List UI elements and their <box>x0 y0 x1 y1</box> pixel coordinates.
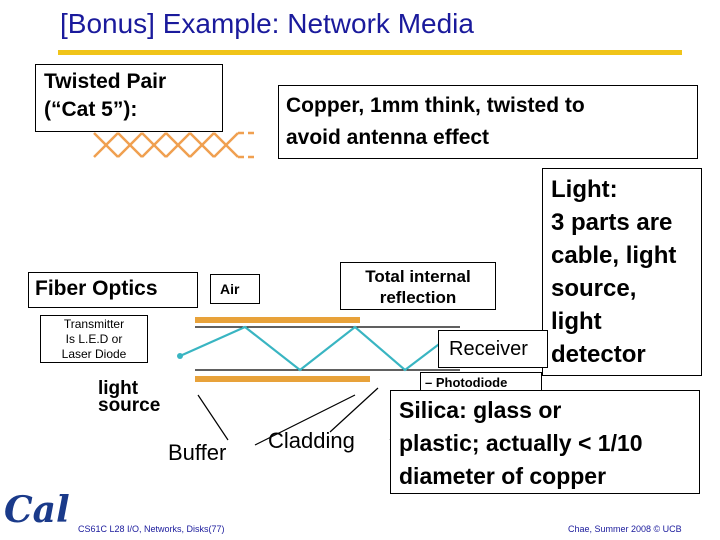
fiber-optics-box: Fiber Optics <box>28 272 198 308</box>
air-label: Air <box>220 281 240 297</box>
light-note-box: Light: 3 parts are cable, light source, … <box>542 168 702 376</box>
twisted-pair-wires <box>93 131 254 159</box>
footer-left: CS61C L28 I/O, Networks, Disks(77) <box>78 524 225 534</box>
light-emitter-dot <box>177 353 183 359</box>
receiver-label: Receiver <box>449 338 528 360</box>
tir-box: Total internal reflection <box>340 262 496 310</box>
slide-title: [Bonus] Example: Network Media <box>60 8 474 39</box>
air-box: Air <box>210 274 260 304</box>
twisted-pair-cable-icon <box>93 131 254 159</box>
cladding-bottom-left <box>195 376 370 382</box>
copper-note-box: Copper, 1mm think, twisted to avoid ante… <box>278 85 698 159</box>
buffer-label: Buffer <box>168 440 227 465</box>
twisted-pair-label: Twisted Pair (“Cat 5”): <box>44 70 167 121</box>
cal-logo: Cal <box>4 489 70 531</box>
photodiode-label: – Photodiode <box>425 375 508 390</box>
light-ray-path <box>179 325 456 372</box>
cladding-top-left <box>195 317 360 323</box>
cladding-label: Cladding <box>268 428 355 453</box>
tir-label: Total internal reflection <box>365 267 471 307</box>
transmitter-box: Transmitter Is L.E.D or Laser Diode <box>40 315 148 363</box>
silica-note: Silica: glass or plastic; actually < 1/1… <box>399 397 643 489</box>
light-note: Light: 3 parts are cable, light source, … <box>551 176 677 368</box>
transmitter-label: Transmitter Is L.E.D or Laser Diode <box>61 317 127 361</box>
silica-note-box: Silica: glass or plastic; actually < 1/1… <box>390 390 700 494</box>
fiber-optics-label: Fiber Optics <box>35 277 158 300</box>
photodiode-box: – Photodiode <box>420 372 542 394</box>
title-underline <box>58 50 682 55</box>
light-source-label: light source <box>98 378 161 416</box>
fiber-cable-diagram <box>177 317 460 382</box>
receiver-box: Receiver <box>438 330 548 368</box>
twisted-pair-box: Twisted Pair (“Cat 5”): <box>35 64 223 132</box>
footer-right: Chae, Summer 2008 © UCB <box>568 524 682 534</box>
copper-note: Copper, 1mm think, twisted to avoid ante… <box>286 94 585 149</box>
